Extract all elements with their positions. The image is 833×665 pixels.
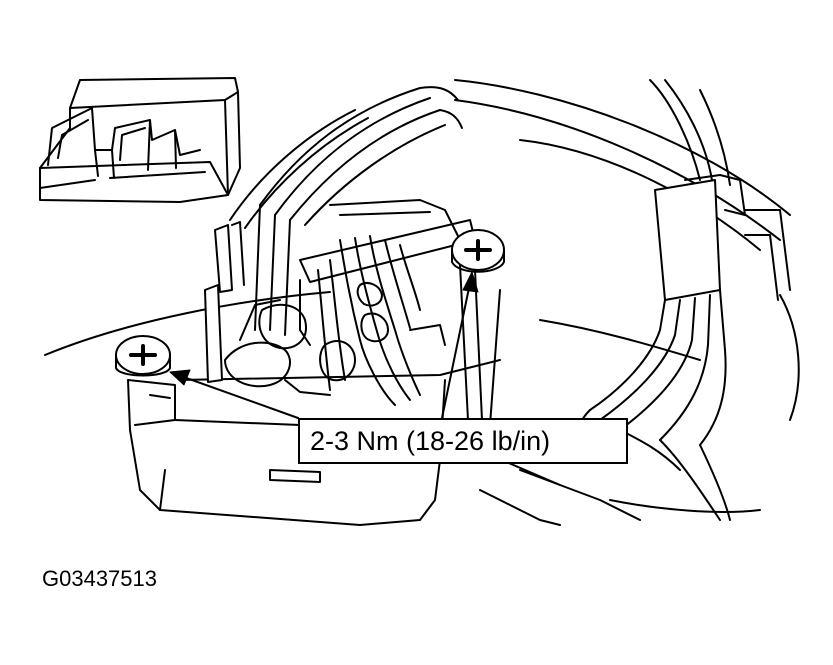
arrow-icon xyxy=(169,369,299,419)
screw-head-icon xyxy=(115,335,171,377)
wire-harness-right xyxy=(579,79,746,521)
screw-head-icon xyxy=(451,229,505,273)
figure-id: G03437513 xyxy=(42,566,157,591)
connector-detail-icon xyxy=(39,77,241,203)
mounting-bracket xyxy=(204,199,501,426)
wire-harness-upper xyxy=(229,86,463,336)
arrow-icon xyxy=(441,271,479,419)
torque-spec-callout: 2-3 Nm (18-26 lb/in) xyxy=(298,418,628,464)
module-internals xyxy=(224,235,446,406)
